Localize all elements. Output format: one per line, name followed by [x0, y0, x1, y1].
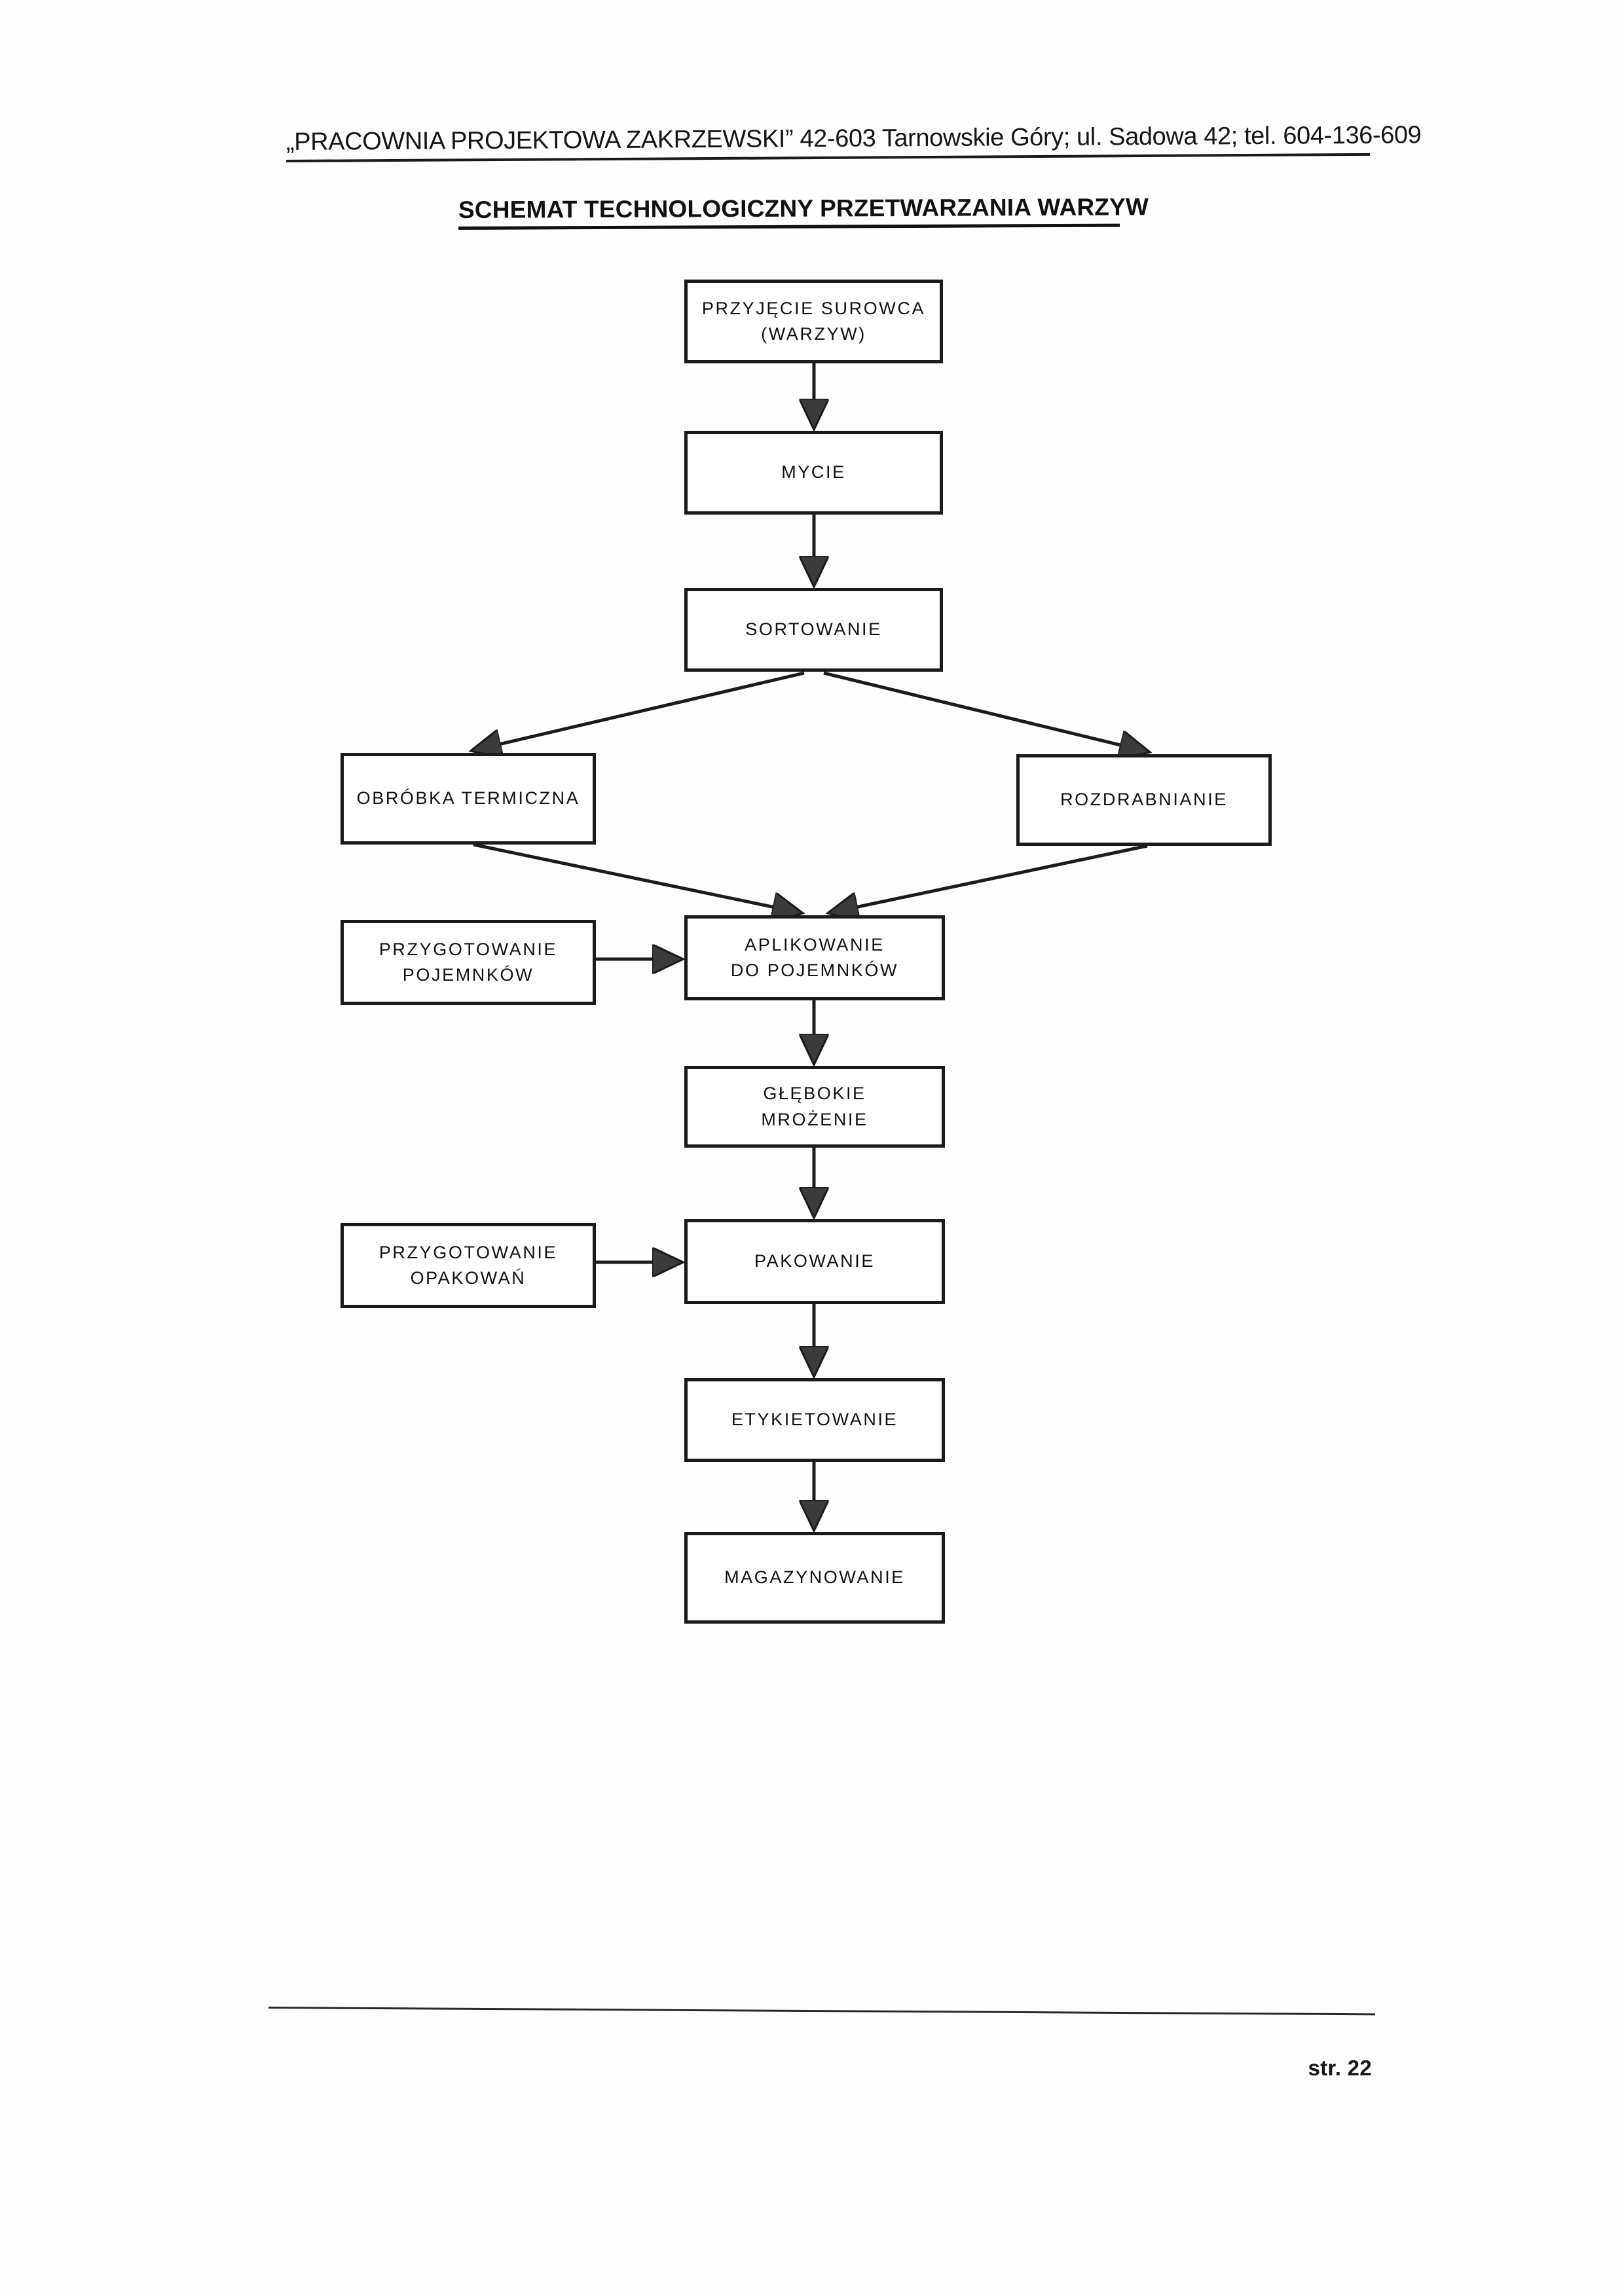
node-rozdrabnianie[interactable]: ROZDRABNIANIE — [1016, 754, 1272, 846]
node-magazynowanie[interactable]: MAGAZYNOWANIE — [684, 1532, 945, 1624]
edge-sortowanie-rozdrabnianie — [823, 671, 1147, 752]
page-number: str. 22 — [1308, 2056, 1372, 2080]
edge-rozdrabnianie-aplikowanie — [830, 844, 1148, 913]
node-label-line1: PRZYGOTOWANIE — [378, 939, 558, 959]
node-glebokie-mrozenie[interactable]: GŁĘBOKIE MROŻENIE — [684, 1066, 945, 1148]
node-label-line1: PRZYJĘCIE SUROWCA — [701, 298, 926, 318]
node-label-line1: SORTOWANIE — [745, 619, 882, 640]
node-obrobka-termiczna[interactable]: OBRÓBKA TERMICZNA — [341, 753, 596, 845]
node-label-line2: DO POJEMNKÓW — [730, 960, 899, 980]
node-label-line1: ROZDRABNIANIE — [1060, 790, 1228, 810]
node-mycie[interactable]: MYCIE — [684, 431, 943, 515]
node-label-line1: GŁĘBOKIE — [763, 1084, 866, 1104]
node-label-line1: MYCIE — [781, 462, 846, 483]
node-etykietowanie[interactable]: ETYKIETOWANIE — [684, 1378, 945, 1462]
node-label-line2: (WARZYW) — [761, 324, 866, 344]
node-label-line2: POJEMNKÓW — [402, 965, 534, 985]
node-pakowanie[interactable]: PAKOWANIE — [684, 1219, 945, 1304]
node-sortowanie[interactable]: SORTOWANIE — [684, 588, 943, 672]
node-label-line1: PRZYGOTOWANIE — [378, 1242, 558, 1262]
node-przygotowanie-pojemnikow[interactable]: PRZYGOTOWANIE POJEMNKÓW — [341, 920, 596, 1005]
edge-obrobka-aplikowanie — [473, 843, 800, 913]
node-label-line1: MAGAZYNOWANIE — [724, 1567, 905, 1588]
node-label-line2: OPAKOWAŃ — [410, 1268, 526, 1288]
edge-sortowanie-obrobka — [473, 671, 805, 750]
node-aplikowanie-do-pojemnikow[interactable]: APLIKOWANIE DO POJEMNKÓW — [684, 915, 945, 1000]
node-przyjecie-surowca[interactable]: PRZYJĘCIE SUROWCA (WARZYW) — [684, 280, 943, 363]
node-label-line1: APLIKOWANIE — [745, 934, 885, 955]
node-label-line1: PAKOWANIE — [754, 1251, 875, 1271]
node-label-line1: OBRÓBKA TERMICZNA — [356, 788, 580, 809]
node-przygotowanie-opakowan[interactable]: PRZYGOTOWANIE OPAKOWAŃ — [341, 1223, 596, 1308]
node-label-line2: MROŻENIE — [761, 1109, 868, 1129]
node-label-line1: ETYKIETOWANIE — [731, 1410, 898, 1430]
